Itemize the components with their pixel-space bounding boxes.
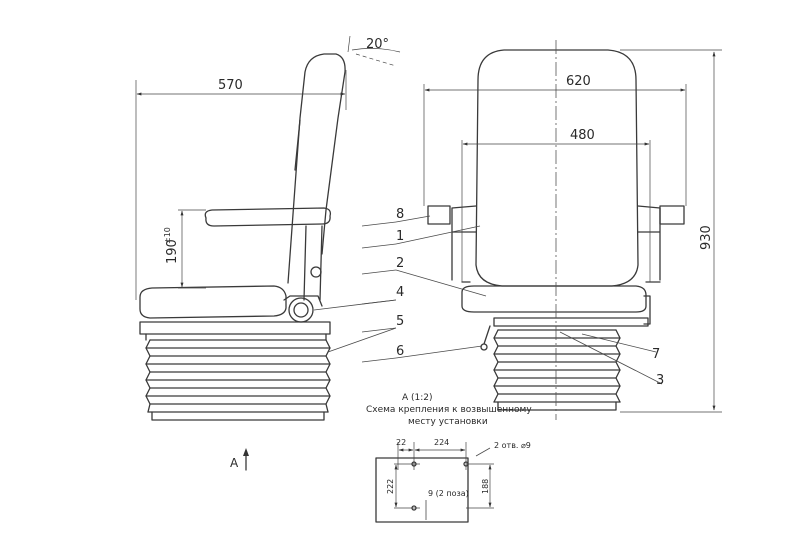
callout-7: 7 xyxy=(652,347,660,362)
dim-tilt-angle: 20° xyxy=(366,37,389,52)
labels: 570 20° 190 ±10 620 480 930 8 1 2 4 5 6 … xyxy=(163,37,714,498)
detail-view-a xyxy=(375,442,494,523)
dim-armrest-tolerance: ±10 xyxy=(163,227,172,244)
view-note-title: A (1:2) xyxy=(402,393,433,403)
front-view xyxy=(427,40,685,420)
dim-plate-height: 188 xyxy=(481,479,490,494)
view-note-line1: Схема крепления к возвышенному xyxy=(366,405,532,415)
callout-leaders xyxy=(313,215,663,385)
dim-front-width: 620 xyxy=(566,74,591,89)
callout-3: 3 xyxy=(656,373,664,388)
dim-inner-width: 480 xyxy=(570,128,595,143)
dim-side-width: 570 xyxy=(218,78,243,93)
dim-hole-spacing-y: 222 xyxy=(386,479,395,494)
view-note-line2: месту установки xyxy=(408,417,488,427)
callout-6: 6 xyxy=(396,344,404,359)
callout-5: 5 xyxy=(396,314,404,329)
callout-1: 1 xyxy=(396,229,404,244)
dim-hole-spacing-x: 224 xyxy=(434,438,449,447)
callout-8: 8 xyxy=(396,207,404,222)
position-note: 9 (2 поза) xyxy=(428,489,469,498)
dim-total-height: 930 xyxy=(699,225,714,250)
dim-hole-offset-x: 22 xyxy=(396,438,406,447)
callout-2: 2 xyxy=(396,256,404,271)
callout-4: 4 xyxy=(396,285,404,300)
front-dimensions xyxy=(423,49,722,413)
side-view xyxy=(139,53,346,421)
side-dimensions xyxy=(135,35,401,300)
view-a-arrow-icon xyxy=(243,448,249,471)
holes-note: 2 отв. ⌀9 xyxy=(494,441,531,450)
view-a-arrow-label: A xyxy=(230,456,239,470)
dim-armrest-height: 190 xyxy=(165,239,180,264)
